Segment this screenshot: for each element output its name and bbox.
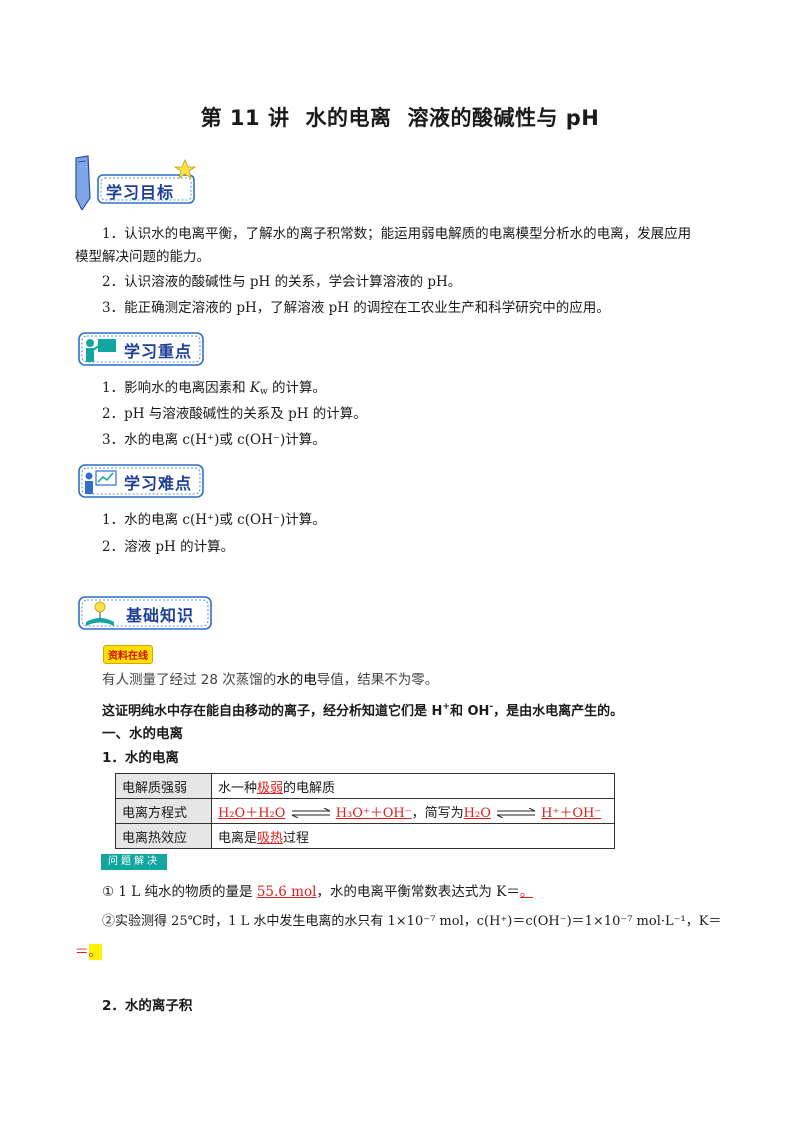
question-1: ① 1 L 纯水的物质的量是 55.6 mol，水的电离平衡常数表达式为 K＝。: [102, 882, 533, 902]
key-point-3-suffix: 计算。: [285, 432, 326, 448]
section-title-goals: 学习目标: [106, 183, 175, 202]
table-row: 电解质强弱 水一种极弱的电解质: [115, 773, 615, 799]
q2-highlight: 。: [88, 944, 102, 960]
difficulty-2: 2．溶液 pH 的计算。: [102, 539, 235, 555]
equation2-right: H⁺＋OH⁻: [541, 805, 602, 821]
equilibrium-arrow-icon: [496, 808, 536, 818]
table-head-heat: 电离热效应: [115, 823, 212, 849]
q1-prefix: ① 1 L 纯水的物质的量是: [102, 884, 257, 900]
table-head-strength: 电解质强弱: [115, 773, 212, 799]
intro-line-2-prefix: 这证明纯水中存在能自由移动的离子，经分析知道它们是 H: [102, 704, 443, 719]
equation1-right: H₃O⁺＋OH⁻: [335, 805, 412, 821]
q1-answer2: 。: [519, 884, 534, 900]
section-badge-basics: 基础知识: [76, 594, 214, 634]
goal-1-line-1: 1．认识水的电离平衡，了解水的离子积常数；能运用弱电解质的电离模型分析水的电离，…: [102, 226, 692, 242]
difficulty-1-suffix: 计算。: [285, 512, 326, 528]
section-badge-goals: 学习目标: [70, 150, 200, 210]
section-title-difficulties: 学习难点: [124, 474, 193, 493]
key-point-3-formula: c(H⁺)或 c(OH⁻): [182, 432, 286, 448]
goal-3: 3．能正确测定溶液的 pH，了解溶液 pH 的调控在工农业生产和科学研究中的应用…: [102, 300, 610, 316]
strength-prefix: 水一种: [218, 780, 258, 796]
intro-line-2: 这证明纯水中存在能自由移动的离子，经分析知道它们是 H+和 OH-，是由水电离产…: [102, 697, 623, 722]
h-plus-sup: +: [442, 702, 450, 712]
equation-mid: ，简写为: [411, 805, 464, 821]
kw-subscript: w: [259, 387, 268, 397]
strength-suffix: 的电解质: [283, 780, 336, 796]
intro-line-1-prefix: 有人测量了经过 28 次蒸馏的: [102, 672, 277, 688]
table-cell-strength: 水一种极弱的电解质: [211, 773, 615, 799]
intro-line-2-suffix: ，是由水电离产生的。: [493, 704, 624, 719]
title-topic2: 溶液的酸碱性与 pH: [407, 106, 600, 130]
equation1-left: H₂O＋H₂O: [218, 805, 286, 821]
ionization-table: 电解质强弱 水一种极弱的电解质 电离方程式 H₂O＋H₂O H₃O⁺＋OH⁻，简…: [115, 773, 615, 849]
intro-line-1: 有人测量了经过 28 次蒸馏的水的电导值，结果不为零。: [102, 670, 438, 690]
q1-answer: 55.6 mol: [256, 884, 317, 900]
lightbulb-book-icon: [78, 596, 212, 630]
equilibrium-arrow-icon: [291, 808, 330, 818]
heat-suffix: 过程: [283, 830, 310, 846]
presentation-chart-icon: [78, 464, 204, 498]
goal-1-line-2: 模型解决问题的能力。: [75, 249, 210, 265]
key-point-1-suffix: 的计算。: [267, 380, 326, 396]
table-row: 电离方程式 H₂O＋H₂O H₃O⁺＋OH⁻，简写为H₂O H⁺＋OH⁻: [115, 798, 615, 824]
heat-prefix: 电离是: [218, 830, 258, 846]
teacher-board-icon: [78, 332, 204, 366]
difficulty-1: 1．水的电离 c(H⁺)或 c(OH⁻)计算。: [102, 510, 326, 530]
table-cell-equation: H₂O＋H₂O H₃O⁺＋OH⁻，简写为H₂O H⁺＋OH⁻: [211, 798, 615, 824]
intro-line-1-emphasis: 水的电: [276, 672, 317, 688]
kw-symbol: K: [249, 380, 260, 396]
section-badge-key-points: 学习重点: [76, 330, 206, 370]
heading-water-ionization: 一、水的电离: [102, 726, 183, 742]
section-badge-difficulties: 学习难点: [76, 462, 206, 502]
equation2-left: H₂O: [463, 805, 491, 821]
table-row: 电离热效应 电离是吸热过程: [115, 823, 615, 849]
oh-minus-sup: -: [489, 702, 494, 712]
difficulty-1-formula: c(H⁺)或 c(OH⁻): [182, 512, 286, 528]
key-point-1: 1．影响水的电离因素和 Kw 的计算。: [102, 378, 326, 402]
q2-answer: ＝: [75, 944, 89, 960]
section-title-key-points: 学习重点: [124, 342, 193, 361]
key-point-2: 2．pH 与溶液酸碱性的关系及 pH 的计算。: [102, 406, 367, 422]
heat-answer: 吸热: [257, 830, 284, 846]
question-2-line-1: ②实验测得 25℃时，1 L 水中发生电离的水只有 1×10⁻⁷ mol，c(H…: [102, 914, 722, 929]
table-head-equation: 电离方程式: [115, 798, 212, 824]
page-title: 第 11 讲水的电离溶液的酸碱性与 pH: [0, 102, 800, 132]
intro-line-2-mid: 和 OH: [449, 704, 490, 719]
q1-mid: ，水的电离平衡常数表达式为 K＝: [316, 884, 520, 900]
heading-1-ionization: 1．水的电离: [102, 750, 179, 766]
difficulty-1-prefix: 1．水的电离: [102, 512, 183, 528]
problem-solving-tag: 问题解决: [101, 854, 167, 870]
intro-line-1-suffix: 导值，结果不为零。: [316, 672, 439, 688]
question-2-line-2: ＝。: [75, 942, 102, 962]
key-point-3-prefix: 3．水的电离: [102, 432, 183, 448]
key-point-3: 3．水的电离 c(H⁺)或 c(OH⁻)计算。: [102, 430, 326, 450]
section-title-basics: 基础知识: [126, 606, 195, 625]
title-lecture: 第 11 讲: [200, 106, 290, 130]
strength-answer: 极弱: [257, 780, 284, 796]
pencil-badge-icon: [75, 155, 197, 210]
table-cell-heat: 电离是吸热过程: [211, 823, 615, 849]
heading-2-ion-product: 2．水的离子积: [102, 998, 193, 1014]
material-online-tag: 资料在线: [103, 645, 153, 664]
goal-2: 2．认识溶液的酸碱性与 pH 的关系，学会计算溶液的 pH。: [102, 274, 462, 290]
key-point-1-prefix: 1．影响水的电离因素和: [102, 380, 250, 396]
title-topic1: 水的电离: [305, 106, 392, 130]
